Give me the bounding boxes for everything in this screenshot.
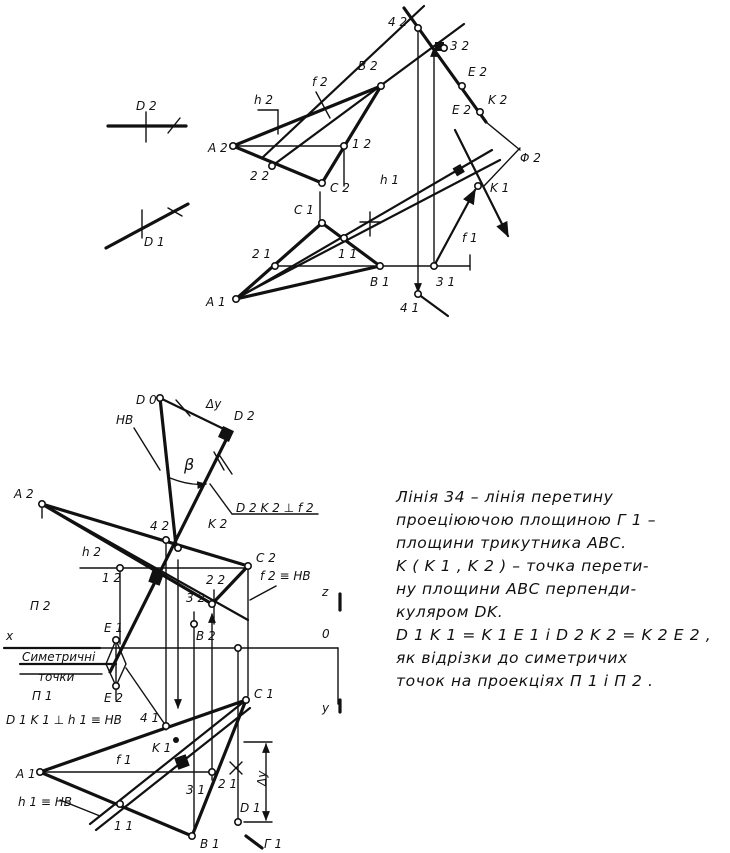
label-e2-bottom: E 2 [104, 691, 123, 705]
a1-b1-edge [234, 264, 382, 301]
label-h2-bottom: h 2 [82, 545, 101, 559]
label-1-2-bottom: 1 2 [102, 571, 121, 585]
label-x: x [5, 629, 14, 643]
caption-line-5: ну площини АВС перпенди- [396, 580, 637, 598]
a2-c2-edge [231, 144, 324, 185]
label-3-1: 3 1 [436, 275, 455, 289]
label-dy-2: Δy [255, 770, 269, 787]
a1-c1-edge [234, 221, 324, 301]
label-b1: B 1 [370, 275, 390, 289]
label-e2-a: E 2 [468, 65, 487, 79]
label-phi2: Φ 2 [520, 151, 541, 165]
label-o: 0 [322, 627, 330, 641]
label-hb: НВ [116, 413, 133, 427]
label-1-2: 1 2 [352, 137, 371, 151]
label-f2-hb: f 2 ≡ НВ [260, 569, 311, 583]
plane-trace-upper [260, 4, 426, 160]
label-c2: C 2 [330, 181, 350, 195]
label-2-2-bottom: 2 2 [206, 573, 225, 587]
label-dy: Δy [205, 397, 222, 411]
caption-line-4: K ( K 1 , K 2 ) – точка перети- [396, 557, 650, 575]
label-1-1: 1 1 [338, 247, 357, 261]
label-f1: f 1 [462, 231, 478, 245]
label-c2-bottom: C 2 [256, 551, 276, 565]
label-symmetric-1: Симетричні [22, 650, 96, 664]
label-k2: K 2 [488, 93, 507, 107]
label-e2-b: E 2 [452, 103, 471, 117]
b2-c2-edge [320, 84, 383, 185]
caption-line-9: точок на проекціях П 1 і П 2 . [396, 672, 654, 690]
caption-line-6: куляром DK. [396, 603, 504, 621]
label-d1-bottom: D 1 [240, 801, 261, 815]
label-4-1: 4 1 [400, 301, 419, 315]
label-4-2-bottom: 4 2 [150, 519, 169, 533]
caption-text: Лінія 34 – лінія перетину проеціюючою пл… [396, 486, 716, 693]
label-2-1-bottom: 2 1 [218, 777, 237, 791]
label-1-1-bottom: 1 1 [114, 819, 133, 833]
label-3-1-bottom: 3 1 [186, 783, 205, 797]
caption-line-3: площини трикутника АВС. [396, 534, 627, 552]
a1-c1-edge-bottom [38, 698, 248, 774]
a2-c2-edge-bottom [40, 502, 250, 568]
label-4-1-bottom: 4 1 [140, 711, 159, 725]
label-d1k1-perp-h1: D 1 K 1 ⊥ h 1 ≡ НВ [6, 713, 122, 727]
label-e1: E 1 [104, 621, 123, 635]
c1-b1-edge [320, 221, 382, 268]
label-p1: П 1 [32, 689, 52, 703]
label-h1: h 1 [380, 173, 399, 187]
label-a2: A 2 [207, 141, 228, 155]
label-c1: C 1 [294, 203, 314, 217]
label-f1-bottom: f 1 [116, 753, 132, 767]
label-g1: Г 1 [264, 837, 282, 851]
h1-line [234, 148, 494, 301]
label-3-2: 3 2 [450, 39, 469, 53]
label-symmetric-2: точки [38, 670, 75, 684]
top-drawing: D 2 D 1 A 2 h 2 f 2 B 2 4 2 3 2 E 2 E 2 … [104, 4, 541, 318]
bottom-drawing: D 0 Δy D 2 НВ β D 2 K 2 ⊥ f 2 A 2 4 2 K … [2, 393, 342, 851]
label-a2-bottom: A 2 [13, 487, 34, 501]
k1-perpendicular [453, 128, 510, 238]
f1-arrow [432, 188, 477, 268]
label-k1-bottom: K 1 [152, 741, 171, 755]
label-f2: f 2 [312, 75, 328, 89]
label-k1: K 1 [490, 181, 509, 195]
label-a1-bottom: A 1 [15, 767, 36, 781]
label-b2: B 2 [358, 59, 378, 73]
label-d2k2-perp-f2: D 2 K 2 ⊥ f 2 [236, 501, 314, 515]
label-a1: A 1 [205, 295, 226, 309]
c2-b2-edge-bottom [210, 564, 250, 606]
caption-line-7: D 1 K 1 = K 1 E 1 і D 2 K 2 = K 2 E 2 , [396, 626, 712, 644]
label-c1-bottom: C 1 [254, 687, 274, 701]
label-d1: D 1 [144, 235, 165, 249]
caption-line-1: Лінія 34 – лінія перетину [396, 488, 614, 506]
label-beta: β [183, 455, 194, 474]
label-p2: П 2 [30, 599, 50, 613]
caption-line-8: як відрізки до симетричих [396, 649, 628, 667]
label-b2-bottom: B 2 [196, 629, 216, 643]
label-h1-hb: h 1 ≡ НВ [18, 795, 72, 809]
label-b1-bottom: B 1 [200, 837, 220, 851]
hb-line [158, 396, 178, 548]
label-z: z [321, 585, 329, 599]
label-4-2: 4 2 [388, 15, 407, 29]
h1-line-bottom [88, 698, 248, 826]
label-2-2: 2 2 [250, 169, 269, 183]
label-2-1: 2 1 [252, 247, 271, 261]
label-h2: h 2 [254, 93, 273, 107]
label-k2-bottom: K 2 [208, 517, 227, 531]
label-d0: D 0 [136, 393, 157, 407]
label-y: y [321, 701, 330, 715]
label-3-2-bottom: 3 2 [186, 591, 205, 605]
label-d2-bottom: D 2 [234, 409, 255, 423]
perpendicular-line [108, 430, 232, 674]
label-d2: D 2 [136, 99, 157, 113]
c1-b1-edge-bottom [190, 698, 248, 838]
d0-d2-line [158, 396, 232, 434]
caption-line-2: проеціюючою площиною Г 1 – [396, 511, 657, 529]
